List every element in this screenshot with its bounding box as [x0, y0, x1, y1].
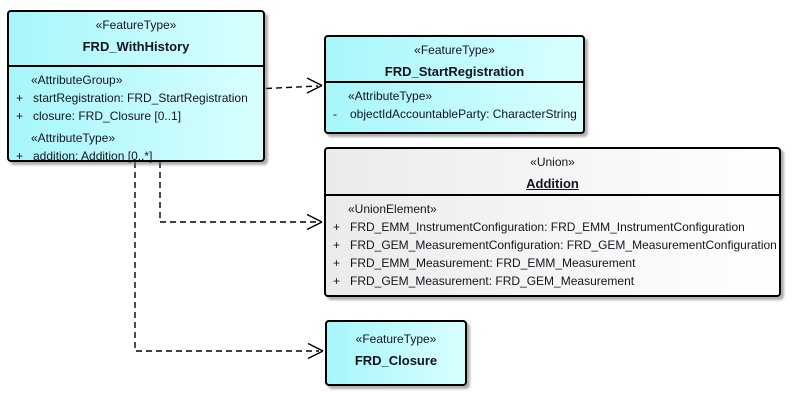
attribute-row: + FRD_GEM_Measurement: FRD_GEM_Measureme… [326, 272, 779, 290]
attribute-text: closure: FRD_Closure [0..1] [33, 109, 182, 123]
class-frd-closure: «FeatureType» FRD_Closure [325, 320, 467, 386]
visibility-marker: + [333, 274, 341, 288]
attribute-text: FRD_EMM_InstrumentConfiguration: FRD_EMM… [350, 220, 745, 234]
attribute-group-label: «AttributeType» [31, 131, 116, 145]
dependency-arrow-to-addition [159, 162, 323, 231]
stereotype-label: «FeatureType» [414, 43, 495, 57]
class-frd-withhistory: «FeatureType» FRD_WithHistory «Attribute… [7, 10, 265, 165]
attribute-row: + startRegistration: FRD_StartRegistrati… [9, 89, 263, 107]
class-compartment: «UnionElement» + FRD_EMM_InstrumentConfi… [326, 196, 779, 290]
attribute-group-label: «AttributeGroup» [31, 73, 123, 87]
visibility-marker: + [333, 220, 341, 234]
visibility-marker: + [16, 149, 24, 163]
attribute-text: FRD_GEM_MeasurementConfiguration: FRD_GE… [350, 238, 777, 252]
class-name: FRD_Closure [354, 353, 438, 368]
visibility-marker: + [16, 109, 24, 123]
class-header: «Union» Addition [326, 149, 779, 196]
class-header: «FeatureType» FRD_WithHistory [9, 12, 263, 67]
attribute-row: + FRD_GEM_MeasurementConfiguration: FRD_… [326, 236, 779, 254]
attribute-row: - objectIdAccountableParty: CharacterStr… [326, 105, 583, 123]
dependency-arrow-to-frd-startregistration [265, 77, 323, 94]
visibility-marker: - [333, 107, 337, 121]
attribute-text: FRD_EMM_Measurement: FRD_EMM_Measurement [350, 256, 636, 270]
visibility-marker: + [16, 91, 24, 105]
dependency-arrow-to-frd-closure [134, 162, 324, 360]
attribute-group-label: «UnionElement» [348, 202, 437, 216]
stereotype-label: «FeatureType» [95, 18, 177, 32]
attribute-text: addition: Addition [0..*] [33, 149, 153, 163]
stereotype-label: «Union» [530, 155, 575, 169]
attribute-text: startRegistration: FRD_StartRegistration [33, 91, 248, 105]
attribute-text: FRD_GEM_Measurement: FRD_GEM_Measurement [350, 274, 635, 288]
class-name: Addition [526, 176, 579, 191]
class-frd-startregistration: «FeatureType» FRD_StartRegistration «Att… [324, 35, 585, 134]
class-name: FRD_StartRegistration [384, 64, 525, 79]
attribute-row: + FRD_EMM_Measurement: FRD_EMM_Measureme… [326, 254, 779, 272]
class-addition: «Union» Addition «UnionElement» + FRD_EM… [324, 147, 781, 297]
class-header: «FeatureType» FRD_Closure [327, 322, 465, 384]
class-compartment: «AttributeType» - objectIdAccountablePar… [326, 83, 583, 123]
attribute-row: + FRD_EMM_InstrumentConfiguration: FRD_E… [326, 218, 779, 236]
class-compartment: «AttributeGroup» + startRegistration: FR… [9, 67, 263, 165]
class-name: FRD_WithHistory [82, 39, 190, 54]
attribute-group-label: «AttributeType» [348, 89, 433, 103]
class-header: «FeatureType» FRD_StartRegistration [326, 37, 583, 83]
attribute-row: + closure: FRD_Closure [0..1] [9, 107, 263, 125]
visibility-marker: + [333, 256, 341, 270]
attribute-text: objectIdAccountableParty: CharacterStrin… [350, 107, 577, 121]
visibility-marker: + [333, 238, 341, 252]
attribute-row: + addition: Addition [0..*] [9, 147, 263, 165]
stereotype-label: «FeatureType» [355, 332, 437, 346]
